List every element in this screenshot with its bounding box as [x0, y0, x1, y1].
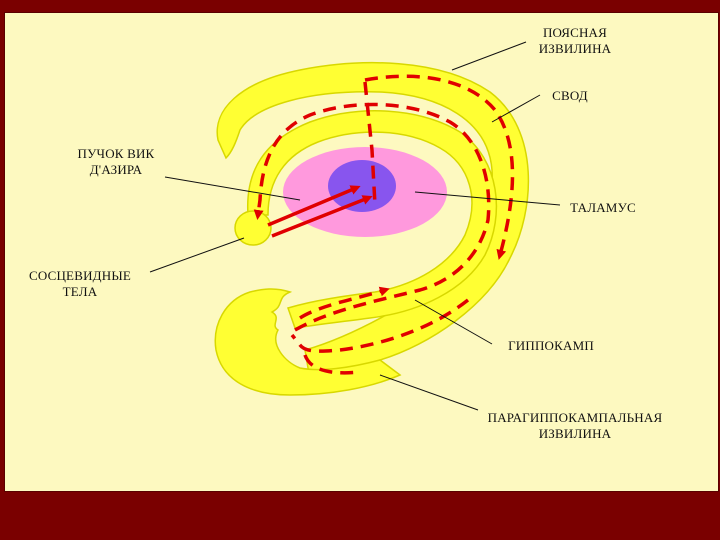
parahippocampal-gyrus-shape	[214, 288, 402, 396]
parahippocampal-leader-line	[379, 374, 479, 411]
parahippocampal-gyrus-label: ПАРАГИППОКАМПАЛЬНАЯ ИЗВИЛИНА	[487, 410, 663, 441]
mammillary-body-shape	[234, 210, 272, 246]
cingulate-descent-line	[363, 81, 377, 206]
parahippocampal-pathway-line	[303, 354, 361, 375]
hippocampus-upper-pathway-line	[299, 286, 390, 320]
thalamus-inner-shape	[328, 160, 396, 212]
thalamus-leader-line	[414, 191, 561, 206]
vicq-tract-arrow-2	[271, 195, 373, 238]
mammillary-leader-line	[149, 237, 245, 273]
mammillary-bodies-label: СОСЦЕВИДНЫЕ ТЕЛА	[28, 268, 131, 299]
cingulate-pathway-line	[364, 74, 515, 260]
thalamus-label: ТАЛАМУС	[570, 200, 636, 215]
vicq-bundle-label: ПУЧОК ВИК Д'АЗИРА	[77, 146, 155, 177]
cingulate-leader-line	[451, 41, 527, 71]
fornix-pathway-line	[290, 298, 470, 353]
fornix-label: СВОД	[552, 88, 588, 103]
fornix-leader-line	[491, 94, 541, 123]
cingulate-gyrus-label: ПОЯСНАЯ ИЗВИЛИНА	[538, 25, 612, 56]
hippocampus-leader-line	[414, 299, 493, 345]
hippocampus-pathway-line	[253, 102, 491, 332]
hippocampus-label: ГИППОКАМП	[508, 338, 594, 353]
vicq-tract-arrow-1	[267, 185, 361, 227]
vicq-leader-line	[164, 176, 301, 201]
